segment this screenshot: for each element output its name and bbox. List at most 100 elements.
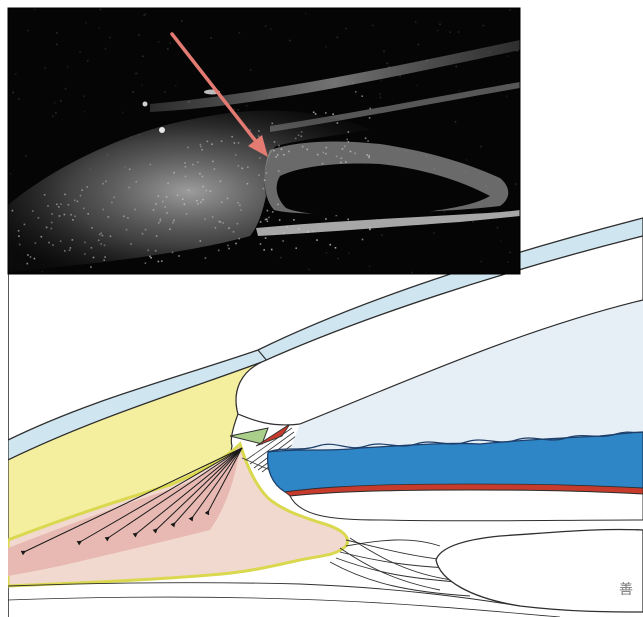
oct-speckle-dot bbox=[178, 255, 180, 257]
oct-speckle-dot bbox=[67, 67, 69, 69]
oct-speckle-dot bbox=[150, 257, 152, 259]
oct-speckle-dot bbox=[218, 250, 220, 252]
oct-speckle-dot bbox=[379, 93, 381, 95]
oct-speckle-dot bbox=[418, 44, 420, 46]
oct-speckle-dot bbox=[34, 9, 36, 11]
oct-speckle-dot bbox=[325, 112, 327, 114]
oct-speckle-dot bbox=[84, 111, 86, 113]
oct-speckle-dot bbox=[282, 240, 284, 242]
oct-speckle-dot bbox=[52, 115, 54, 117]
oct-speckle-dot bbox=[308, 269, 310, 271]
oct-speckle-dot bbox=[337, 258, 339, 260]
oct-speckle-dot bbox=[280, 257, 282, 259]
oct-speckle-dot bbox=[507, 261, 509, 263]
oct-speckle-dot bbox=[369, 266, 371, 268]
oct-speckle-dot bbox=[305, 13, 307, 15]
oct-speckle-dot bbox=[348, 253, 350, 255]
oct-speckle-dot bbox=[145, 13, 147, 15]
oct-speckle-dot bbox=[181, 20, 183, 22]
oct-speckle-dot bbox=[10, 173, 12, 175]
oct-speckle-dot bbox=[246, 105, 248, 107]
oct-speckle-dot bbox=[267, 210, 269, 212]
oct-speckle-dot bbox=[260, 221, 262, 223]
oct-speckle-dot bbox=[138, 34, 140, 36]
oct-speckle-dot bbox=[500, 241, 502, 243]
oct-speckle-dot bbox=[263, 249, 265, 251]
oct-speckle-dot bbox=[369, 229, 371, 231]
oct-speckle-dot bbox=[135, 73, 137, 75]
oct-speckle-dot bbox=[90, 266, 92, 268]
oct-speckle-dot bbox=[509, 9, 511, 11]
oct-speckle-dot bbox=[381, 80, 383, 82]
oct-speckle-dot bbox=[265, 237, 267, 239]
oct-speckle-dot bbox=[316, 239, 318, 241]
oct-speckle-dot bbox=[295, 247, 297, 249]
oct-speckle-dot bbox=[158, 261, 160, 263]
oct-speckle-dot bbox=[330, 244, 332, 246]
oct-speckle-dot bbox=[265, 219, 267, 221]
oct-speckle-dot bbox=[456, 66, 458, 68]
oct-speckle-dot bbox=[411, 272, 413, 274]
oct-speckle-dot bbox=[164, 91, 166, 93]
oct-speckle-dot bbox=[235, 243, 237, 245]
oct-speckle-dot bbox=[239, 32, 241, 34]
oct-speckle-dot bbox=[506, 95, 508, 97]
oct-speckle-dot bbox=[365, 138, 367, 140]
oct-speckle-dot bbox=[83, 96, 85, 98]
oct-scan-image bbox=[8, 8, 520, 276]
oct-speckle-dot bbox=[158, 41, 160, 43]
oct-spot bbox=[143, 102, 148, 107]
oct-speckle-dot bbox=[44, 67, 46, 69]
oct-speckle-dot bbox=[444, 211, 446, 213]
oct-speckle-dot bbox=[480, 146, 482, 148]
oct-speckle-dot bbox=[381, 234, 383, 236]
oct-speckle-dot bbox=[60, 100, 62, 102]
oct-speckle-dot bbox=[289, 40, 291, 42]
oct-speckle-dot bbox=[250, 69, 252, 71]
oct-speckle-dot bbox=[355, 91, 357, 93]
oct-speckle-dot bbox=[459, 90, 461, 92]
oct-speckle-dot bbox=[141, 84, 143, 86]
oct-speckle-dot bbox=[293, 219, 295, 221]
oct-speckle-dot bbox=[55, 112, 57, 114]
oct-speckle-dot bbox=[361, 95, 363, 97]
oct-speckle-dot bbox=[79, 52, 81, 54]
oct-speckle-dot bbox=[509, 252, 511, 254]
oct-speckle-dot bbox=[387, 63, 389, 65]
oct-speckle-dot bbox=[268, 217, 270, 219]
oct-speckle-dot bbox=[472, 221, 474, 223]
oct-speckle-dot bbox=[450, 31, 452, 33]
oct-speckle-dot bbox=[99, 27, 101, 29]
oct-speckle-dot bbox=[161, 260, 163, 262]
corner-glyph: 善 bbox=[619, 579, 633, 599]
oct-speckle-dot bbox=[205, 257, 207, 259]
oct-speckle-dot bbox=[142, 56, 144, 58]
oct-speckle-dot bbox=[15, 73, 17, 75]
oct-speckle-dot bbox=[265, 25, 267, 27]
oct-speckle-dot bbox=[228, 248, 230, 250]
oct-speckle-dot bbox=[18, 98, 20, 100]
oct-speckle-dot bbox=[483, 25, 485, 27]
oct-speckle-dot bbox=[346, 139, 348, 141]
oct-speckle-dot bbox=[65, 88, 67, 90]
oct-speckle-dot bbox=[325, 218, 327, 220]
oct-speckle-dot bbox=[345, 28, 347, 30]
oct-speckle-dot bbox=[237, 109, 239, 111]
oct-spot bbox=[159, 127, 165, 133]
oct-speckle-dot bbox=[136, 73, 138, 75]
oct-speckle-dot bbox=[272, 211, 274, 213]
oct-speckle-dot bbox=[211, 37, 213, 39]
oct-speckle-dot bbox=[279, 219, 281, 221]
oct-speckle-dot bbox=[143, 15, 145, 17]
oct-speckle-dot bbox=[267, 220, 269, 222]
oct-speckle-dot bbox=[270, 28, 272, 30]
oct-speckle-dot bbox=[85, 22, 87, 24]
oct-speckle-dot bbox=[362, 239, 364, 241]
oct-speckle-dot bbox=[507, 55, 509, 57]
oct-speckle-dot bbox=[369, 108, 371, 110]
oct-speckle-dot bbox=[313, 112, 315, 114]
oct-speckle-dot bbox=[347, 219, 349, 221]
oct-speckle-dot bbox=[369, 117, 371, 119]
oct-speckle-dot bbox=[480, 261, 482, 263]
